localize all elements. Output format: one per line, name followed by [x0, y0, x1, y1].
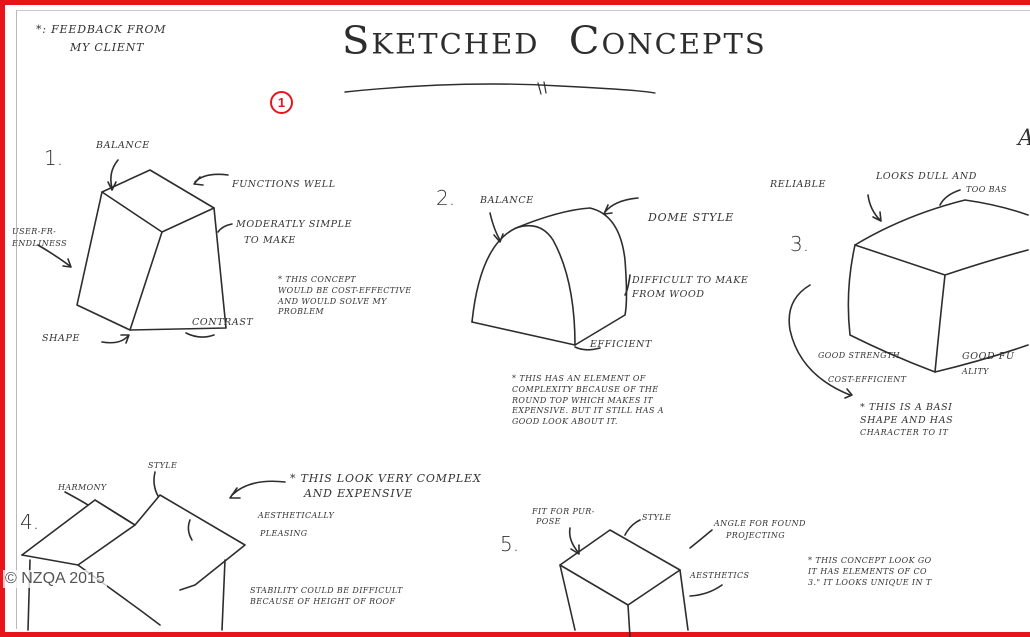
note-line: ROUND TOP WHICH MAKES IT	[512, 396, 664, 407]
note-line: 3." IT LOOKS UNIQUE IN T	[808, 578, 932, 589]
concept-5-label: STYLE	[642, 514, 671, 522]
title-word-2: ONCEPTS	[602, 28, 767, 60]
concept-1-label: SHAPE	[42, 334, 80, 344]
concept-2-label: FROM WOOD	[632, 290, 705, 300]
concept-1-sketch	[38, 160, 232, 343]
concept-2-sketch	[472, 198, 638, 350]
concept-5-label: PROJECTING	[726, 532, 785, 540]
concept-2-note: * THIS HAS AN ELEMENT OF COMPLEXITY BECA…	[512, 374, 664, 428]
concept-4-label: STYLE	[148, 462, 177, 470]
concept-4-note: * THIS LOOK VERY COMPLEX AND EXPENSIVE	[290, 472, 482, 502]
note-line: WOULD BE COST-EFFECTIVE	[278, 286, 411, 297]
note-line: SHAPE AND HAS	[860, 415, 953, 428]
annotation-badge: 1	[270, 91, 293, 114]
concept-4-label: HARMONY	[58, 484, 107, 492]
feedback-legend-line-1: *: FEEDBACK FROM	[36, 24, 166, 35]
concept-1-label: MODERATLY SIMPLE	[236, 220, 352, 230]
note-line: * THIS IS A BASI	[860, 402, 953, 415]
title-initial-1: S	[342, 19, 371, 63]
concept-1-label: TO MAKE	[244, 236, 296, 246]
page-title: SKETCHED CONCEPTS	[342, 19, 767, 63]
concept-2-label: EFFICIENT	[590, 340, 652, 350]
note-line: COMPLEXITY BECAUSE OF THE	[512, 385, 664, 396]
copyright-notice: © NZQA 2015	[3, 570, 107, 588]
note-line: STABILITY COULD BE DIFFICULT	[250, 586, 403, 597]
concept-5-label: ANGLE FOR FOUND	[714, 520, 806, 528]
concept-3-label: GOOD FU	[962, 352, 1015, 362]
concept-1-label: FUNCTIONS WELL	[232, 180, 336, 190]
note-line: EXPENSIVE. BUT IT STILL HAS A	[512, 406, 664, 417]
concept-1-label: CONTRAST	[192, 318, 253, 328]
title-initial-2: C	[569, 19, 602, 63]
concept-3-label: GOOD STRENGTH	[818, 352, 900, 360]
note-line: CHARACTER TO IT	[860, 428, 953, 439]
concept-1-label: BALANCE	[96, 141, 150, 151]
concept-5-label: POSE	[536, 518, 561, 526]
note-line: PROBLEM	[278, 307, 411, 318]
note-line: AND EXPENSIVE	[290, 487, 482, 502]
page-edge-letter: A	[1018, 128, 1030, 150]
concept-5-label: FIT FOR PUR-	[532, 508, 595, 516]
concept-3-label: RELIABLE	[770, 180, 826, 190]
concept-4-label: AESTHETICALLY	[258, 512, 334, 520]
concept-2-label: DOME STYLE	[648, 212, 734, 223]
note-line: IT HAS ELEMENTS OF CO	[808, 567, 932, 578]
concept-3-label: TOO BAS	[966, 186, 1007, 194]
note-line: GOOD LOOK ABOUT IT.	[512, 417, 664, 428]
concept-2-label: BALANCE	[480, 196, 534, 206]
note-line: AND WOULD SOLVE MY	[278, 297, 411, 308]
concept-5-note: * THIS CONCEPT LOOK GO IT HAS ELEMENTS O…	[808, 556, 932, 588]
concept-4-label: PLEASING	[260, 530, 308, 538]
concept-3-sketch	[789, 190, 1028, 398]
title-underline	[345, 84, 655, 93]
concept-3-number: 3.	[790, 234, 809, 254]
concept-3-label: ALITY	[962, 368, 989, 376]
concept-3-label: COST-EFFICIENT	[828, 376, 906, 384]
concept-5-number: 5.	[500, 534, 519, 554]
note-line: * THIS CONCEPT	[278, 275, 411, 286]
concept-1-number: 1.	[44, 148, 63, 168]
concept-2-number: 2.	[436, 188, 455, 208]
concept-1-note: * THIS CONCEPT WOULD BE COST-EFFECTIVE A…	[278, 275, 411, 318]
concept-1-label: ENDLINESS	[12, 240, 67, 248]
concept-4-number: 4.	[20, 512, 39, 532]
concept-4-sketch	[22, 472, 285, 630]
title-word-1: KETCHED	[371, 28, 539, 60]
note-line: * THIS CONCEPT LOOK GO	[808, 556, 932, 567]
note-line: * THIS LOOK VERY COMPLEX	[290, 472, 482, 487]
concept-4-note: STABILITY COULD BE DIFFICULT BECAUSE OF …	[250, 586, 403, 608]
feedback-legend-line-2: MY CLIENT	[70, 42, 144, 53]
concept-2-label: DIFFICULT TO MAKE	[632, 276, 748, 286]
concept-1-label: USER-FR-	[12, 228, 56, 236]
concept-3-note: * THIS IS A BASI SHAPE AND HAS CHARACTER…	[860, 402, 953, 438]
title-underline-mark	[538, 82, 546, 94]
note-line: BECAUSE OF HEIGHT OF ROOF	[250, 597, 403, 608]
concept-3-label: LOOKS DULL AND	[876, 172, 977, 182]
note-line: * THIS HAS AN ELEMENT OF	[512, 374, 664, 385]
concept-5-label: AESTHETICS	[690, 572, 749, 580]
